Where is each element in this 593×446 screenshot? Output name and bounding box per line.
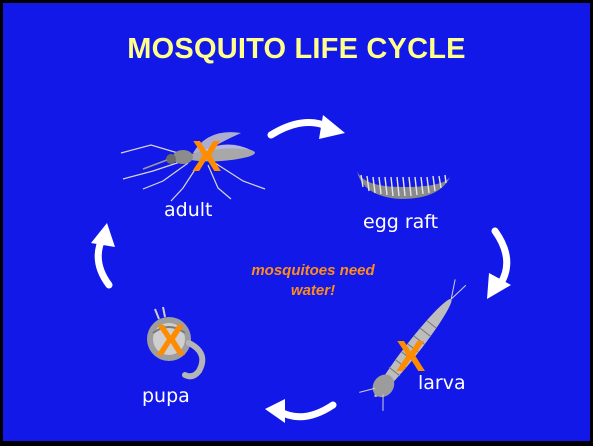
adult-x-mark: X xyxy=(192,135,221,179)
larva-x-mark: X xyxy=(396,335,425,379)
center-note: mosquitoes need water! xyxy=(203,261,423,301)
egg-raft-label: egg raft xyxy=(363,211,438,233)
center-note-line-2: water! xyxy=(203,281,423,301)
center-note-line-1: mosquitoes need xyxy=(203,261,423,281)
arrow-pupa-to-adult-icon xyxy=(3,3,590,441)
slide: MOSQUITO LIFE CYCLE xyxy=(3,3,590,441)
adult-label: adult xyxy=(164,199,212,221)
pupa-label: pupa xyxy=(142,385,190,407)
pupa-x-mark: X xyxy=(156,319,185,363)
